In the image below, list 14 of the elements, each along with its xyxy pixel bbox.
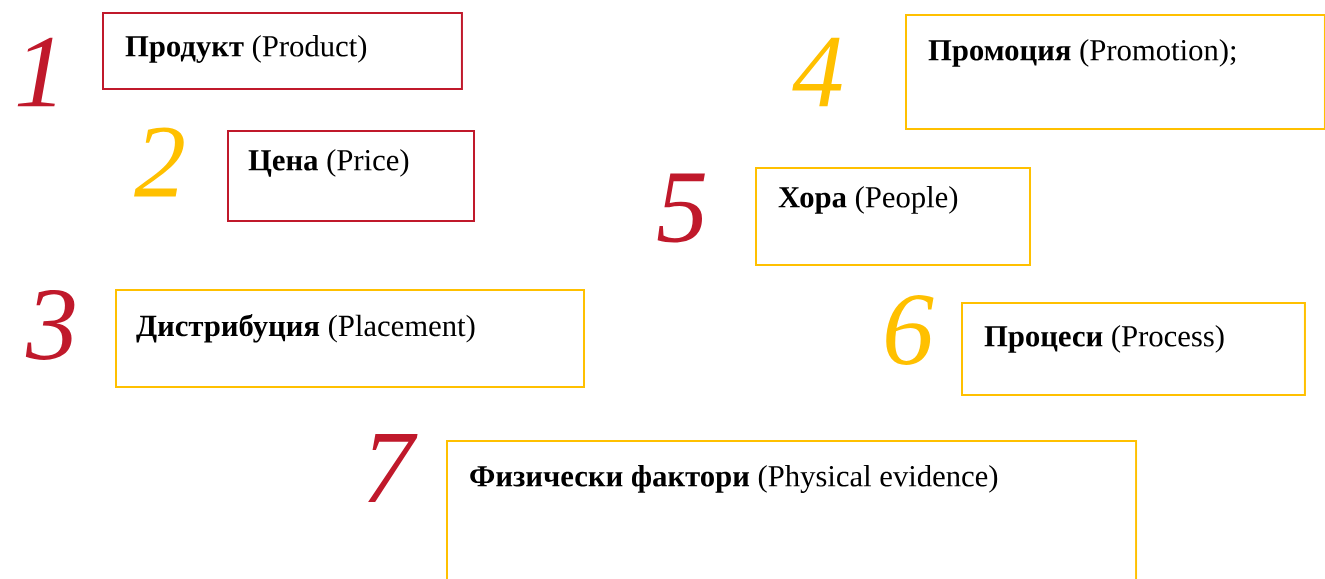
step-number: 7 xyxy=(368,433,418,503)
step-number: 2 xyxy=(134,127,184,197)
text-box: Промоция (Promotion); xyxy=(905,14,1325,130)
step-number: 6 xyxy=(886,295,934,365)
step-number: 1 xyxy=(17,37,55,107)
text-box: Дистрибуция (Placement) xyxy=(115,289,585,389)
step-number: 5 xyxy=(657,173,705,243)
text-box: Продукт (Product) xyxy=(102,12,463,90)
text-box: Цена (Price) xyxy=(227,130,475,222)
text-box: Физически фактори (Physical evidence) xyxy=(446,440,1138,579)
text-box: Процеси (Process) xyxy=(961,302,1306,396)
text-box: Хора (People) xyxy=(755,167,1031,267)
step-number: 3 xyxy=(25,290,75,360)
step-number: 4 xyxy=(792,37,842,107)
